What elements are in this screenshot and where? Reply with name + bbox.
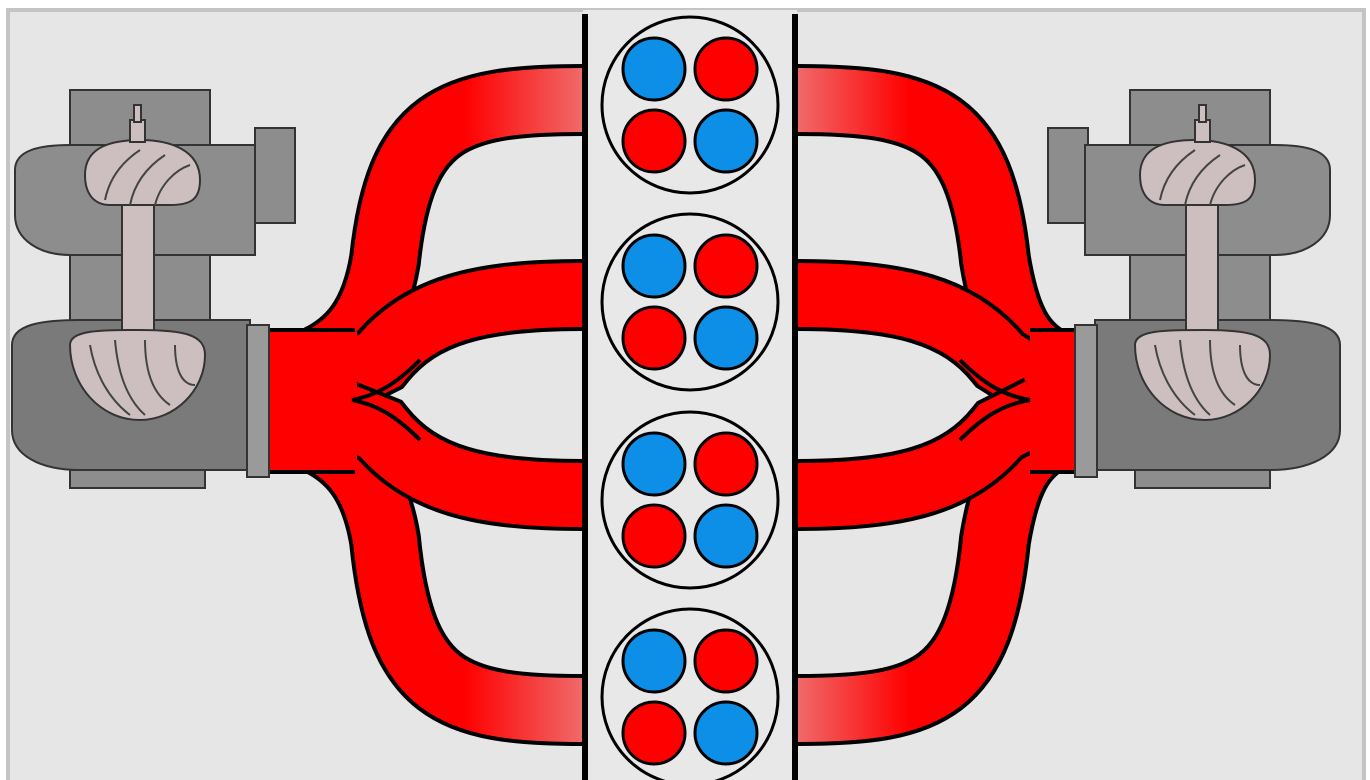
intake-valve-icon: [695, 702, 757, 764]
cylinder-3: [602, 412, 778, 588]
intake-valve-icon: [623, 235, 685, 297]
cylinder-bore: [602, 214, 778, 390]
cylinder-1: [602, 17, 778, 193]
intake-valve-icon: [695, 505, 757, 567]
intake-valve-icon: [695, 307, 757, 369]
intake-valve-icon: [695, 110, 757, 172]
intake-valve-icon: [623, 433, 685, 495]
exhaust-valve-icon: [695, 433, 757, 495]
cylinder-bore: [602, 609, 778, 780]
exhaust-valve-icon: [695, 38, 757, 100]
left-collector: [262, 330, 357, 472]
exhaust-valve-icon: [623, 702, 685, 764]
exhaust-valve-icon: [623, 110, 685, 172]
exhaust-valve-icon: [623, 307, 685, 369]
cylinder-2: [602, 214, 778, 390]
cylinder-bore: [602, 17, 778, 193]
intake-valve-icon: [623, 630, 685, 692]
exhaust-valve-icon: [623, 505, 685, 567]
right-collector: [1030, 330, 1080, 472]
exhaust-valve-icon: [695, 630, 757, 692]
exhaust-valve-icon: [695, 235, 757, 297]
cylinder-bore: [602, 412, 778, 588]
intake-valve-icon: [623, 38, 685, 100]
cylinder-4: [602, 609, 778, 780]
